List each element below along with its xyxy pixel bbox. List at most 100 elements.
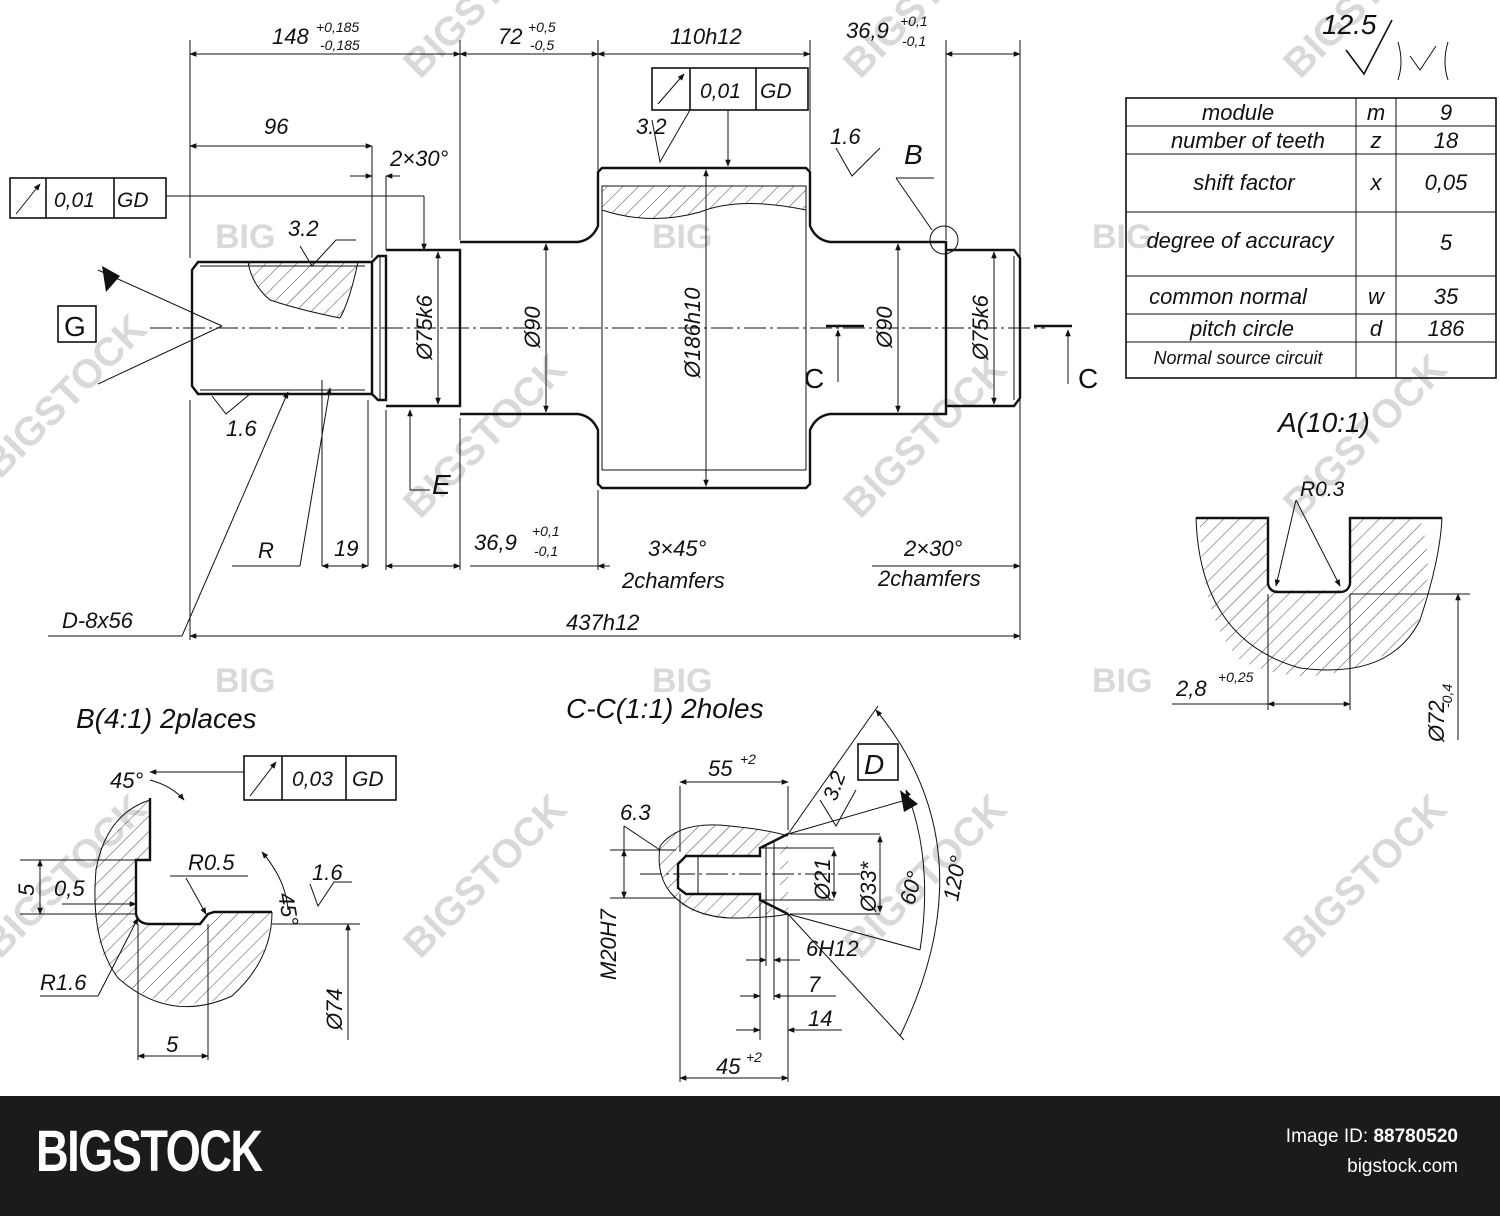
dim-chamfer-3x45: 3×45° — [648, 536, 707, 561]
table-row-module-param: module — [1202, 100, 1274, 125]
table-row-normal-symbol: w — [1368, 284, 1386, 309]
detail-b-dim-5-vert: 5 — [14, 883, 39, 896]
detail-b: B(4:1) 2places 0,03 GD 45° R0.5 45° 1.6 … — [14, 703, 397, 1060]
watermark-stock-2: BIGSTOCK — [835, 346, 1015, 526]
dim-chamfer-2x30-b: 2×30° — [903, 536, 963, 561]
watermark-stock-1: BIGSTOCK — [395, 346, 575, 526]
watermark-big-1: BIG — [215, 662, 275, 700]
stock-footer-bar: BIGSTOCK Image ID: 88780520 bigstock.com — [0, 1096, 1500, 1216]
shaft-main-view — [48, 40, 1072, 640]
tol-left-value: 0,01 — [54, 189, 95, 212]
section-c-dia21: Ø21 — [810, 858, 835, 901]
detail-a-dia-tol: -0,4 — [1439, 684, 1455, 708]
watermark-big-5: BIG — [1092, 218, 1152, 256]
section-c-title: C-C(1:1) 2holes — [566, 693, 764, 724]
section-c-datum-d: D — [864, 749, 884, 780]
section-c-d7: 7 — [808, 972, 821, 997]
watermark-big-6: BIG — [215, 218, 275, 256]
chamfers-note-1: 2chamfers — [621, 568, 725, 593]
section-c-right: C — [1078, 363, 1098, 394]
dim-369-top-tol-lo: -0,1 — [902, 33, 926, 49]
technical-drawing: BIG BIG BIG BIG BIG BIG BIGSTOCK BIGSTOC… — [0, 0, 1497, 1082]
roughness-3-2-gear: 3.2 — [636, 114, 667, 139]
detail-a-dia: Ø72 — [1424, 700, 1449, 743]
dim-148-tol-up: +0,185 — [316, 19, 359, 35]
table-row-accuracy-param: degree of accuracy — [1146, 228, 1335, 253]
table-row-teeth-value: 18 — [1434, 128, 1459, 153]
detail-b-dim-5-horiz: 5 — [166, 1032, 179, 1057]
section-c-left: C — [804, 363, 824, 394]
image-id-line: Image ID: 88780520 — [1286, 1126, 1458, 1148]
image-id-value: 88780520 — [1373, 1126, 1458, 1147]
spline-note: D-8x56 — [62, 608, 134, 633]
stock-brand-logo: BIGSTOCK — [36, 1119, 263, 1184]
chamfers-note-2: 2chamfers — [877, 566, 981, 591]
roughness-3-2-left: 3.2 — [288, 216, 319, 241]
detail-b-roughness: 1.6 — [312, 860, 343, 885]
roughness-1-6-right: 1.6 — [830, 124, 861, 149]
section-c-d45-tol: +2 — [746, 1049, 762, 1065]
table-row-pitch-value: 186 — [1428, 316, 1465, 341]
dia-90-left: Ø90 — [520, 306, 545, 349]
dim-369-top-tol-up: +0,1 — [900, 13, 928, 29]
roughness-1-6-left: 1.6 — [226, 416, 257, 441]
detail-b-circle — [929, 225, 959, 255]
tolerance-frame-left: 0,01 GD — [9, 177, 167, 219]
detail-b-dim-05: 0,5 — [54, 876, 85, 901]
dim-96: 96 — [264, 114, 289, 139]
table-row-normal-param: common normal — [1149, 284, 1308, 309]
dim-369-top: 36,9 — [846, 18, 889, 43]
tol-left-datum: GD — [117, 189, 149, 212]
dia-75-right: Ø75k6 — [968, 294, 993, 361]
section-c-d6h12: 6H12 — [806, 936, 859, 961]
tol-top-value: 0,01 — [700, 80, 741, 103]
gear-and-collars — [460, 166, 948, 490]
detail-a-width: 2,8 — [1175, 676, 1207, 701]
dim-148-tol-lo: -0,185 — [320, 37, 360, 53]
detail-b-dia: Ø74 — [322, 988, 347, 1031]
section-c-c: C-C(1:1) 2holes — [566, 693, 971, 1082]
table-row-source-param: Normal source circuit — [1153, 348, 1323, 368]
dim-369-bot-tol-up: +0,1 — [532, 523, 560, 539]
groove — [371, 254, 388, 402]
table-row-module-value: 9 — [1440, 100, 1452, 125]
section-c-dia33: Ø33* — [856, 860, 881, 913]
datum-e: E — [432, 469, 451, 500]
watermark-big-3: BIG — [1092, 662, 1152, 700]
dim-72-tol-up: +0,5 — [528, 19, 556, 35]
dim-radius: R — [258, 538, 274, 563]
table-row-teeth-symbol: z — [1370, 128, 1382, 153]
dia-75-left: Ø75k6 — [412, 294, 437, 361]
table-row-shift-value: 0,05 — [1425, 170, 1469, 195]
table-row-accuracy-value: 5 — [1440, 230, 1453, 255]
detail-b-tol-value: 0,03 — [292, 768, 333, 791]
dim-110: 110h12 — [670, 24, 742, 49]
detail-a: A(10:1) R0.3 2,8 +0,25 Ø72 -0,4 — [1172, 407, 1470, 743]
datum-g: G — [64, 311, 86, 342]
general-roughness-value: 12.5 — [1322, 9, 1377, 40]
tolerance-frame-top: 0,01 GD — [651, 67, 809, 111]
general-roughness: 12.5 — [1322, 9, 1449, 81]
table-row-pitch-symbol: d — [1370, 316, 1383, 341]
watermark-big-2: BIG — [652, 662, 712, 700]
dim-19: 19 — [334, 536, 358, 561]
image-id-label: Image ID: — [1285, 1126, 1369, 1147]
dim-148: 148 — [272, 24, 309, 49]
dim-437: 437h12 — [566, 610, 639, 635]
dia-186: Ø186h10 — [680, 287, 705, 379]
stock-site-link[interactable]: bigstock.com — [1347, 1156, 1458, 1177]
gear-parameter-table: module m 9 number of teeth z 18 shift fa… — [1125, 97, 1497, 379]
table-row-normal-value: 35 — [1434, 284, 1459, 309]
main-dimension-labels: 148 +0,185 -0,185 72 +0,5 -0,5 110h12 36… — [62, 13, 1098, 635]
detail-a-width-tol: +0,25 — [1218, 669, 1254, 685]
dim-72: 72 — [498, 24, 522, 49]
watermark-big-4: BIG — [652, 218, 712, 256]
watermark-stock-4: BIGSTOCK — [395, 786, 575, 966]
table-row-teeth-param: number of teeth — [1171, 128, 1325, 153]
detail-a-title: A(10:1) — [1276, 407, 1370, 438]
section-c-roughness-a: 3.2 — [819, 768, 851, 804]
section-c-d55: 55 — [708, 756, 733, 781]
gear-section-hatch — [601, 185, 807, 220]
datum-b: B — [904, 139, 923, 170]
section-c-d55-tol: +2 — [740, 751, 756, 767]
